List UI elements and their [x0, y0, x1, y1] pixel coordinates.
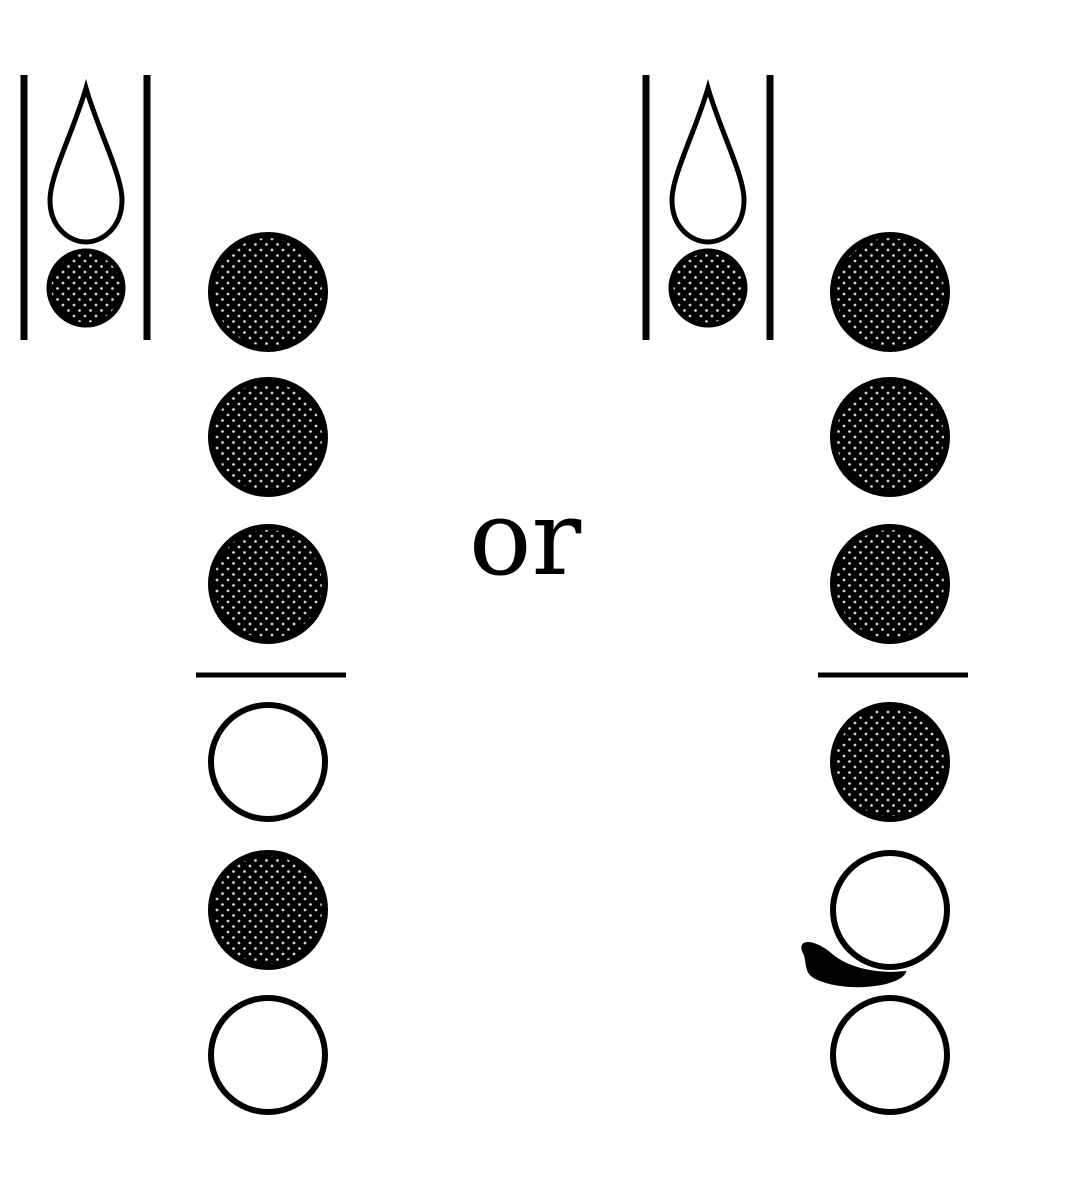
drop-icon — [669, 78, 747, 245]
held-piece-filled — [46, 248, 126, 328]
drop-icon — [47, 78, 125, 245]
tube-2 — [642, 75, 774, 340]
tube-1 — [20, 75, 151, 340]
piece-column-1 — [196, 232, 346, 1115]
empty-piece — [208, 995, 328, 1115]
right-arrangement — [642, 75, 968, 1115]
empty-piece — [830, 995, 950, 1115]
filled-piece — [830, 702, 950, 822]
filled-piece — [208, 232, 328, 352]
filled-piece — [208, 850, 328, 970]
filled-piece — [208, 377, 328, 497]
held-piece-filled — [668, 248, 748, 328]
or-connector-label: or — [468, 477, 582, 599]
empty-piece — [830, 850, 950, 970]
filled-piece — [830, 232, 950, 352]
left-arrangement — [20, 75, 346, 1115]
empty-piece — [208, 702, 328, 822]
filled-piece — [830, 377, 950, 497]
filled-piece — [208, 524, 328, 644]
filled-piece — [830, 524, 950, 644]
piece-column-2 — [801, 232, 968, 1115]
bean-icon — [801, 942, 907, 988]
